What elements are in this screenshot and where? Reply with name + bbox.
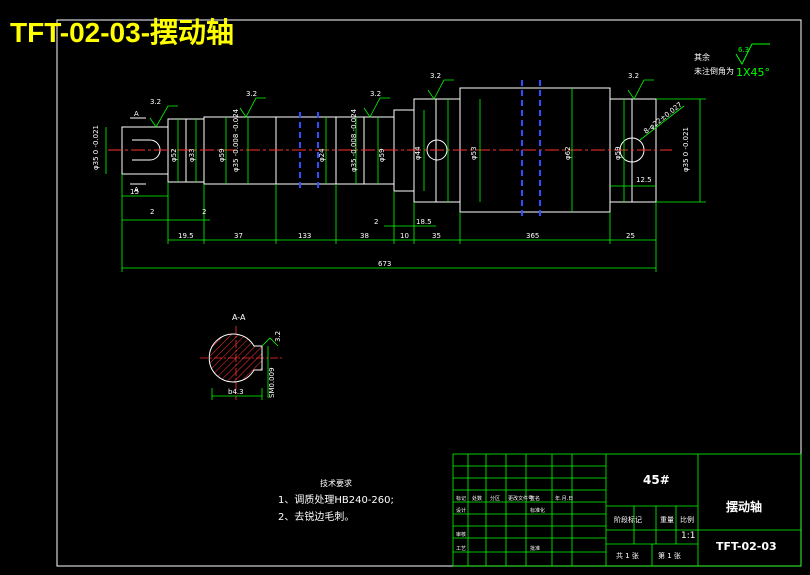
- section-width-dim: b4.3: [228, 388, 244, 396]
- dim-length-18-5: 18.5: [416, 218, 432, 226]
- roughness-note-1: 其余: [694, 52, 710, 62]
- roughness-mark-2: 3.2: [246, 90, 257, 98]
- dim-length-10: 10: [400, 232, 409, 240]
- scale-label: 比例: [680, 515, 694, 524]
- label-mark: 标记: [456, 495, 466, 502]
- drawing-number: TFT-02-03: [716, 540, 777, 553]
- label-approve: 批准: [530, 545, 540, 552]
- dim-overall-length: 673: [378, 260, 391, 268]
- section-marker-a: A A: [130, 110, 146, 194]
- label-design: 设计: [456, 507, 466, 514]
- notes-item-1: 1、调质处理HB240-260;: [278, 494, 394, 506]
- dim-length-2b: 2: [202, 208, 206, 216]
- section-letter-top: A: [134, 110, 139, 118]
- label-review: 审核: [456, 531, 466, 538]
- label-standard: 标准化: [530, 507, 545, 514]
- dim-diameter-6: φ24: [318, 148, 326, 162]
- drawing-frame: [56, 19, 802, 567]
- dim-hole-note: 8-φ22±0.027: [642, 101, 684, 136]
- section-view-a-a: A-A b4.3 SM0.009 3.2: [200, 313, 282, 400]
- dim-length-2a: 2: [150, 208, 154, 216]
- dim-length-2c: 2: [374, 218, 378, 226]
- dim-diameter-4: φ59: [218, 148, 226, 162]
- dimension-lines: [105, 88, 706, 272]
- chamfer-note: 1X45°: [736, 66, 770, 79]
- notes-heading: 技术要求: [320, 478, 352, 488]
- dim-length-35: 35: [432, 232, 441, 240]
- sheet-number: 第 1 张: [658, 551, 681, 560]
- scale-value: 1:1: [681, 531, 695, 541]
- section-depth-dim: SM0.009: [268, 367, 276, 398]
- dim-length-15: 15: [130, 188, 139, 196]
- roughness-mark-5: 3.2: [628, 72, 639, 80]
- dim-diameter-5: φ35 -0.008 -0.024: [232, 108, 240, 172]
- label-date: 年.月.日: [555, 495, 573, 502]
- title-block: [452, 453, 802, 567]
- dim-length-38: 38: [360, 232, 369, 240]
- dim-length-12-5: 12.5: [636, 176, 652, 184]
- roughness-value: 6.3: [738, 46, 749, 54]
- drawing-title: TFT-02-03-摆动轴: [10, 17, 234, 48]
- technical-requirements: 技术要求 1、调质处理HB240-260; 2、去锐边毛刺。: [278, 478, 394, 523]
- dim-length-133: 133: [298, 232, 311, 240]
- roughness-symbol-icon: [735, 43, 770, 66]
- dim-diameter-11: φ62: [564, 146, 572, 160]
- sheet-count: 共 1 张: [616, 551, 639, 560]
- section-roughness: 3.2: [274, 331, 282, 342]
- dim-length-19-5: 19.5: [178, 232, 194, 240]
- part-name: 摆动轴: [726, 499, 762, 514]
- keyway-marks: [299, 80, 541, 220]
- label-change-no: 更改文件号: [508, 495, 533, 502]
- section-letter-bottom: A: [134, 186, 139, 194]
- title-block-small-labels: 标记 处数 分区 更改文件号 签名 年.月.日 设计 标准化 审核 工艺 批准: [456, 495, 573, 552]
- roughness-mark-3: 3.2: [370, 90, 381, 98]
- general-roughness-note: 其余 未注倒角为 6.3 1X45°: [694, 43, 770, 79]
- roughness-note-2: 未注倒角为: [694, 66, 734, 76]
- material: 45#: [643, 473, 670, 487]
- label-process: 工艺: [456, 546, 466, 552]
- dim-diameter-9: φ44: [414, 146, 422, 160]
- label-count: 处数: [472, 495, 482, 502]
- dim-diameter-3: φ33: [188, 148, 196, 162]
- stage-label: 阶段标记: [614, 515, 642, 524]
- dim-diameter-2: φ52: [170, 148, 178, 162]
- dim-length-365: 365: [526, 232, 539, 240]
- roughness-mark-4: 3.2: [430, 72, 441, 80]
- section-title: A-A: [232, 313, 246, 322]
- label-zone: 分区: [490, 495, 500, 502]
- dim-length-25: 25: [626, 232, 635, 240]
- label-signature: 签名: [530, 495, 540, 502]
- dim-diameter-7: φ35 -0.008 -0.024: [350, 108, 358, 172]
- dim-diameter-1: φ35 0 -0.021: [92, 125, 100, 170]
- dim-diameter-12: φ59: [614, 146, 622, 160]
- dim-length-37: 37: [234, 232, 243, 240]
- dim-diameter-13: φ35 0 -0.021: [682, 127, 690, 172]
- notes-item-2: 2、去锐边毛刺。: [278, 510, 354, 523]
- section-hatched-area: [208, 333, 263, 383]
- roughness-mark-1: 3.2: [150, 98, 161, 106]
- dim-diameter-8: φ59: [378, 148, 386, 162]
- dim-diameter-10: φ53: [470, 146, 478, 160]
- roughness-marks: [149, 79, 654, 128]
- weight-label: 重量: [660, 516, 674, 524]
